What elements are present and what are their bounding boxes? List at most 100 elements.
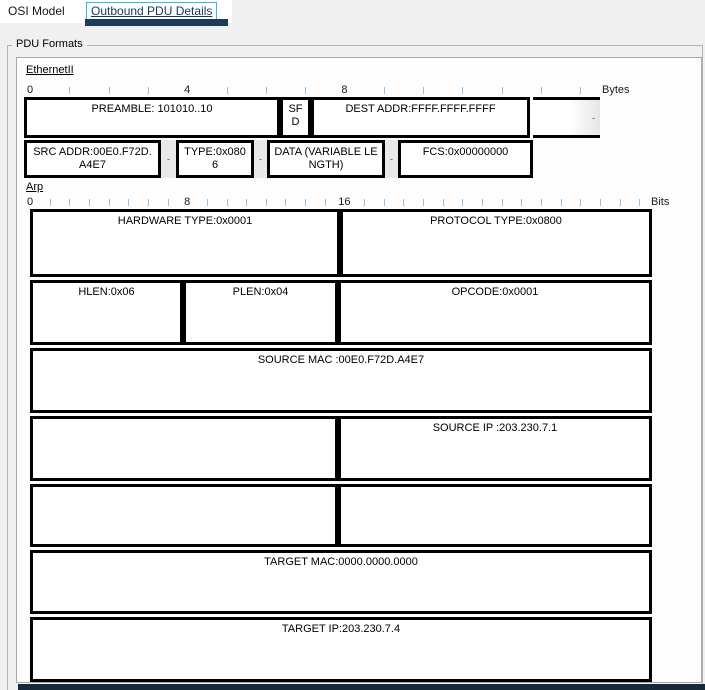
pdu-field-label: DEST ADDR:FFFF.FFFF.FFFF (345, 103, 496, 115)
ruler-tick (403, 199, 405, 206)
pdu-field-cell: SRC ADDR:00E0.F72D.A4E7 (24, 140, 161, 178)
ruler-tick (265, 199, 267, 206)
bottom-divider-bar (18, 684, 705, 690)
pdu-field-label: TARGET MAC:0000.0000.0000 (264, 556, 418, 568)
ruler-tick (462, 199, 464, 206)
ruler-number: 8 (184, 196, 191, 208)
pdu-field-cell: OPCODE:0x0001 (338, 280, 652, 345)
pdu-field-cell: HARDWARE TYPE:0x0001 (30, 209, 340, 277)
ruler-tick (128, 199, 130, 206)
ruler-tick (147, 87, 149, 94)
pdu-field-cell: SOURCE IP :203.230.7.1 (338, 416, 652, 481)
pdu-field-cell: SFD (280, 97, 311, 138)
section-title-arp: Arp (26, 181, 44, 193)
pdu-field-label (181, 419, 187, 478)
ruler-number: 16 (338, 196, 351, 208)
pdu-field-cell: DATA (VARIABLE LENGTH) (267, 140, 385, 178)
pdu-field-label: HLEN:0x06 (78, 286, 135, 298)
ruler-tick (599, 199, 601, 206)
ruler-tick (423, 199, 424, 206)
ruler-tick (521, 199, 523, 206)
ruler-tick (462, 87, 464, 94)
pdu-field-cell: TARGET MAC:0000.0000.0000 (30, 550, 652, 614)
ruler-tick (246, 199, 248, 206)
selected-tab-indicator (85, 19, 228, 26)
ruler-tick (383, 199, 385, 206)
pdu-field-label: SOURCE MAC :00E0.F72D.A4E7 (257, 354, 425, 366)
ruler-tick (147, 199, 149, 206)
ruler-tick (481, 199, 483, 206)
ruler-unit-label: Bits (651, 196, 670, 208)
ruler-tick (69, 87, 71, 94)
ruler-number: 4 (184, 84, 191, 96)
ruler-unit-label: Bytes (602, 84, 630, 96)
pdu-field-label: SRC ADDR:00E0.F72D.A4E7 (33, 146, 152, 171)
pdu-field-cell: HLEN:0x06 (30, 280, 183, 345)
pdu-field-cell: SOURCE MAC :00E0.F72D.A4E7 (30, 348, 652, 413)
ruler-number: 8 (341, 84, 348, 96)
pdu-field-cell: PLEN:0x04 (183, 280, 338, 345)
ruler-tick (265, 87, 267, 94)
ruler-tick (226, 199, 228, 206)
ruler-tick (324, 199, 326, 206)
ruler-number: 0 (26, 196, 34, 208)
ruler-tick (108, 87, 110, 94)
pdu-field-label: PREAMBLE: 101010..10 (91, 103, 213, 115)
pdu-field-cell: DEST ADDR:FFFF.FFFF.FFFF (311, 97, 530, 138)
ruler-tick (560, 199, 562, 206)
ruler-tick (108, 199, 110, 206)
pdu-field-label: HARDWARE TYPE:0x0001 (117, 215, 253, 227)
pdu-field-label: SOURCE IP :203.230.7.1 (432, 422, 558, 434)
ruler-tick (305, 87, 307, 94)
ruler-tick (423, 87, 424, 94)
pdu-field-cell (30, 484, 338, 547)
ruler-tick (383, 87, 385, 94)
pdu-spacer-cell: - (254, 140, 267, 178)
ruler-tick (639, 199, 641, 206)
ruler-tick (442, 199, 444, 206)
pdu-field-cell (30, 416, 338, 481)
section-title-ethernetii: EthernetII (26, 64, 74, 76)
ruler-tick (49, 199, 51, 206)
pdu-field-cell (338, 484, 652, 547)
ruler-tick (167, 199, 169, 206)
pdu-field-cell: FCS:0x00000000 (398, 140, 533, 178)
ruler-tick (285, 199, 287, 206)
ruler-tick (305, 199, 307, 206)
pdu-field-label: TYPE:0x0806 (184, 146, 246, 171)
ruler-tick (206, 199, 208, 206)
pdu-spacer-cell: - (385, 140, 398, 178)
pdu-cont-cell: - (533, 97, 600, 138)
ruler-tick (69, 199, 71, 206)
pdu-formats-title: PDU Formats (12, 38, 87, 50)
ruler-tick (540, 199, 542, 206)
ruler-tick (501, 87, 503, 94)
pdu-spacer-cell: - (161, 140, 176, 178)
pdu-field-cell: PREAMBLE: 101010..10 (24, 97, 280, 138)
pdu-field-label: DATA (VARIABLE LENGTH) (274, 146, 378, 171)
pdu-field-cell: PROTOCOL TYPE:0x0800 (340, 209, 652, 277)
ruler-tick (364, 199, 366, 206)
pdu-field-label: PLEN:0x04 (232, 286, 289, 298)
ruler-tick (580, 199, 582, 206)
pdu-field-label: SFD (288, 103, 303, 128)
pdu-field-label (492, 487, 498, 544)
tab-outbound-pdu-details[interactable]: Outbound PDU Details (86, 2, 218, 20)
pdu-field-label: TARGET IP:203.230.7.4 (281, 623, 401, 635)
pdu-field-cell: TARGET IP:203.230.7.4 (30, 617, 652, 682)
pdu-field-label: PROTOCOL TYPE:0x0800 (430, 215, 562, 227)
ruler-tick (501, 199, 503, 206)
ruler-tick (226, 87, 228, 94)
pdu-field-label: FCS:0x00000000 (422, 146, 509, 158)
pdu-formats-groupbox (7, 45, 703, 690)
ruler-tick (580, 87, 582, 94)
ruler-tick (619, 199, 621, 206)
pdu-field-cell: TYPE:0x0806 (176, 140, 254, 178)
pdu-field-label: OPCODE:0x0001 (451, 286, 539, 298)
ruler-tick (540, 87, 542, 94)
ruler-tick (88, 199, 90, 206)
ruler-number: 0 (26, 84, 34, 96)
tab-osi-model[interactable]: OSI Model (8, 4, 65, 18)
